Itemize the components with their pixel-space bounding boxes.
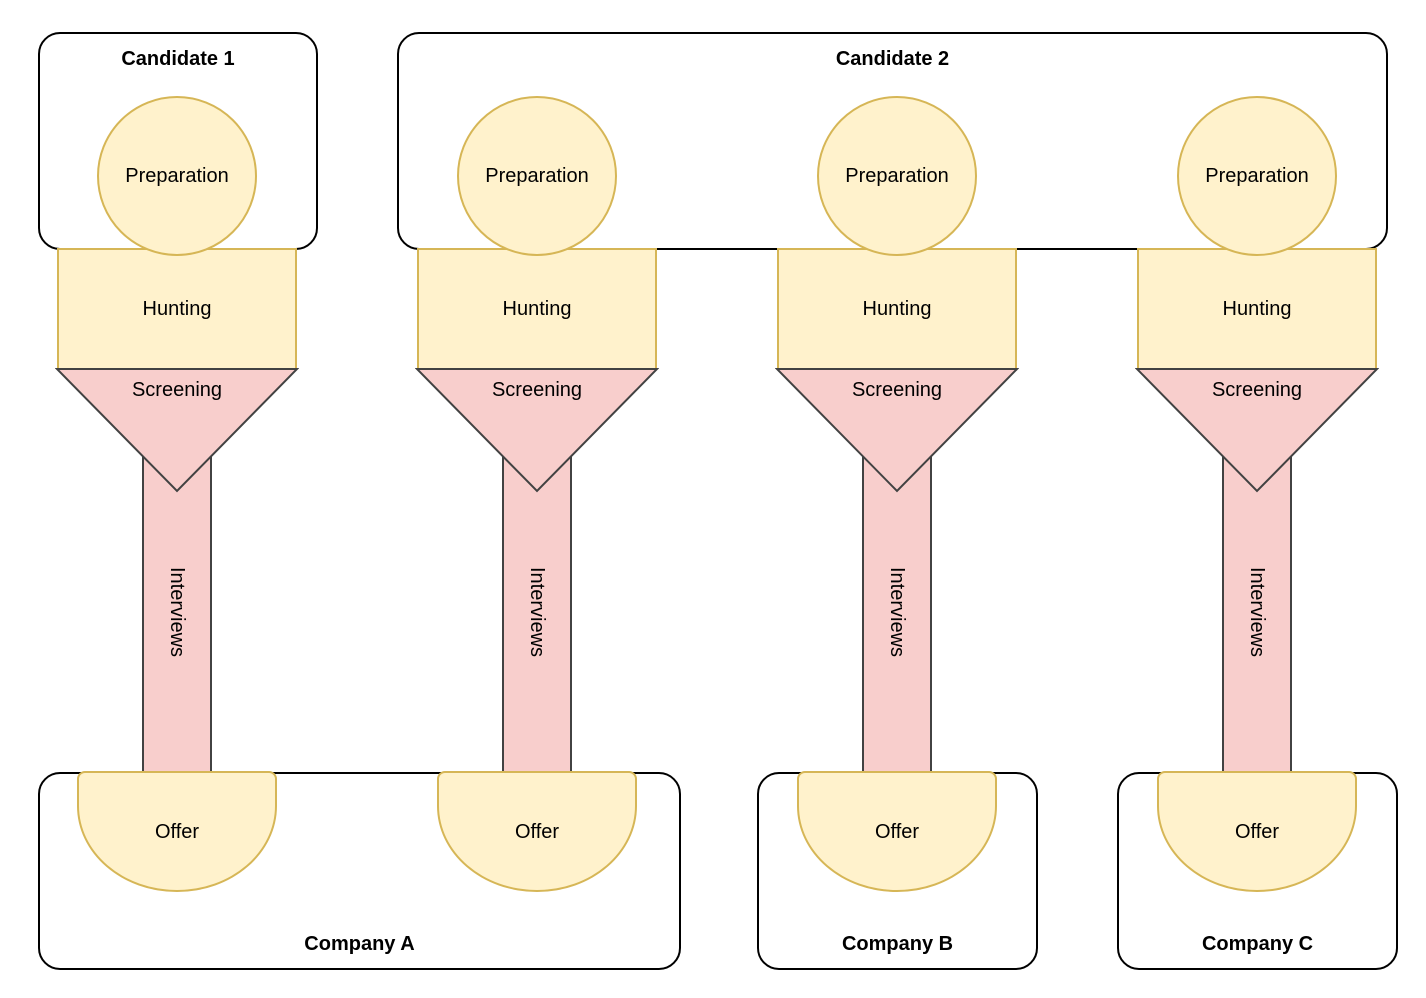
pipeline-1-hunting-label: Hunting (142, 298, 212, 320)
pipeline-2-hunting-box: Hunting (417, 248, 657, 368)
pipeline-4-hunting-label: Hunting (1222, 298, 1292, 320)
candidate-2-label: Candidate 2 (835, 48, 950, 70)
pipeline-3-interviews-bar: Interviews (862, 452, 932, 772)
pipeline-3-interviews-label: Interviews (886, 566, 908, 658)
company-a-box: Company A (38, 772, 681, 970)
candidate-1-box: Candidate 1 (38, 32, 318, 250)
pipeline-1-hunting-box: Hunting (57, 248, 297, 368)
pipeline-4-screening-label: Screening (1211, 379, 1303, 401)
candidate-1-label: Candidate 1 (121, 48, 235, 70)
pipeline-4-hunting-box: Hunting (1137, 248, 1377, 368)
company-b-box: Company B (757, 772, 1038, 970)
pipeline-4-screening-funnel (1135, 368, 1379, 493)
pipeline-2-interviews-label: Interviews (526, 566, 548, 658)
pipeline-1-interviews-bar: Interviews (142, 452, 212, 772)
pipeline-2-screening-label: Screening (491, 379, 583, 401)
pipeline-3-screening-label: Screening (851, 379, 943, 401)
pipeline-2-hunting-label: Hunting (502, 298, 572, 320)
pipeline-3-hunting-label: Hunting (862, 298, 932, 320)
pipeline-3-screening-funnel (775, 368, 1019, 493)
company-c-label: Company C (1201, 933, 1314, 955)
candidate-2-box: Candidate 2 (397, 32, 1388, 250)
company-b-label: Company B (841, 933, 954, 955)
pipeline-2-interviews-bar: Interviews (502, 452, 572, 772)
pipeline-1-interviews-label: Interviews (166, 566, 188, 658)
company-a-label: Company A (304, 933, 415, 955)
pipeline-4-interviews-label: Interviews (1246, 566, 1268, 658)
pipeline-2-screening-funnel (415, 368, 659, 493)
pipeline-1-screening-funnel (55, 368, 299, 493)
pipeline-1-screening-label: Screening (131, 379, 223, 401)
pipeline-3-hunting-box: Hunting (777, 248, 1017, 368)
pipeline-4-interviews-bar: Interviews (1222, 452, 1292, 772)
company-c-box: Company C (1117, 772, 1398, 970)
